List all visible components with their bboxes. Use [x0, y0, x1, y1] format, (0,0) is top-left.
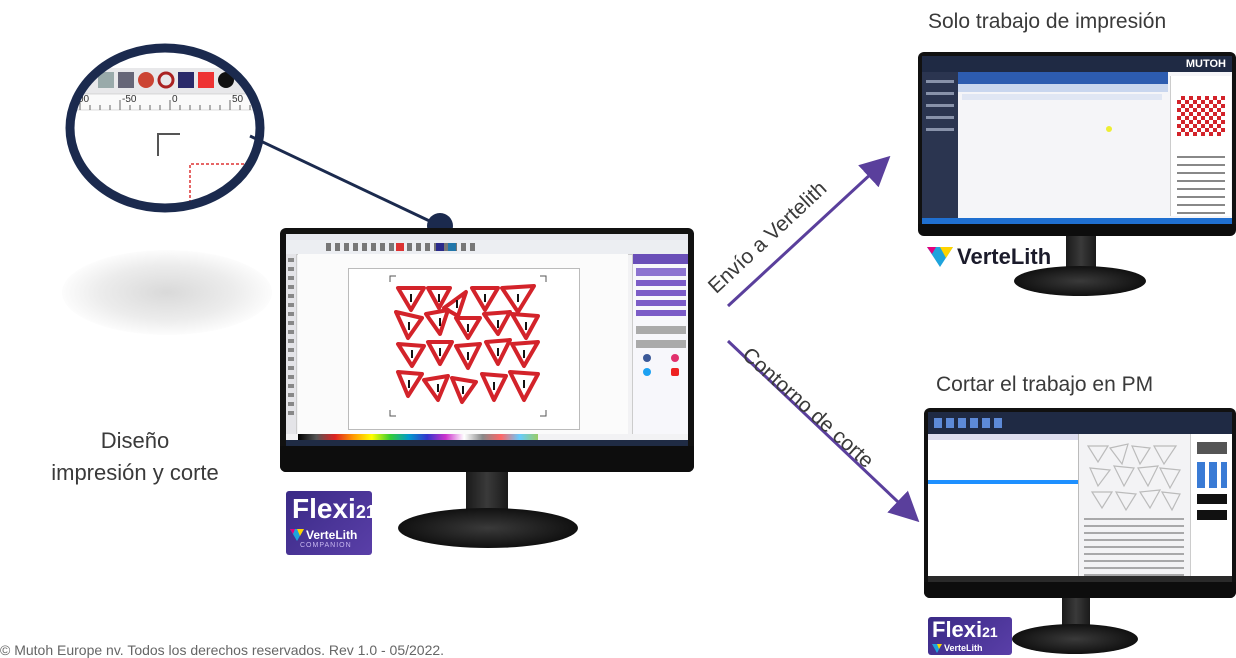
copyright-footer: © Mutoh Europe nv. Todos los derechos re…	[0, 642, 445, 658]
flexi-name-small: Flexi	[932, 617, 983, 642]
job-list[interactable]	[928, 434, 1079, 582]
cut-contour-preview	[1086, 443, 1181, 512]
pm-right-panel[interactable]	[1190, 434, 1232, 582]
color-palette[interactable]	[298, 434, 538, 440]
flexi-name: Flexi	[292, 493, 356, 524]
vertelith-nav[interactable]	[922, 72, 958, 224]
production-manager-screen	[928, 412, 1232, 582]
flexi-screen	[286, 234, 688, 446]
ruler-label: 0	[172, 94, 178, 105]
cut-line	[189, 163, 260, 208]
flexi-canvas[interactable]	[298, 254, 628, 434]
ruler-label: 50	[232, 94, 244, 105]
flexi-left-tools[interactable]	[286, 254, 297, 434]
vertelith-logo-text: VerteLith	[957, 244, 1052, 269]
design-caption-line1: Diseño	[100, 428, 170, 453]
vertelith-logo: VerteLith	[927, 244, 1051, 270]
vertelith-triangle-icon-small	[932, 643, 942, 653]
arrow-to-cut	[726, 339, 920, 523]
companion-text: COMPANION	[300, 542, 352, 549]
cut-in-pm-caption: Cortar el trabajo en PM	[936, 373, 1154, 396]
ruler-label: -50	[122, 94, 137, 105]
vertelith-text: VerteLith	[306, 528, 358, 542]
vertelith-text-small: VerteLith	[944, 643, 983, 653]
mutoh-logo: MUTOH	[1185, 58, 1226, 70]
print-only-caption: Solo trabajo de impresión	[928, 10, 1167, 33]
flexi-version: 21	[355, 502, 372, 522]
warning-signs-artwork	[394, 284, 540, 404]
vertelith-companion-panel[interactable]	[632, 254, 688, 434]
flexi21-companion-logo: Flexi21 VerteLith COMPANION	[286, 491, 372, 555]
shadow-blob	[62, 250, 272, 335]
arrow-to-vertelith	[726, 155, 891, 308]
ruler-label: 00	[78, 94, 90, 105]
flexi-version-small: 21	[982, 624, 998, 640]
design-caption-line2: impresión y corte	[51, 460, 219, 485]
design-caption: Diseño impresión y corte	[40, 425, 230, 489]
zoom-magnifier: 00 -50 0 50	[60, 38, 270, 218]
vertelith-logo-icon	[927, 247, 953, 267]
crop-mark	[157, 133, 180, 156]
vertelith-screen: MUTOH	[922, 56, 1232, 224]
vertelith-triangle-icon	[290, 529, 304, 541]
flexi21-logo-small: Flexi21 VerteLith	[928, 617, 1012, 655]
